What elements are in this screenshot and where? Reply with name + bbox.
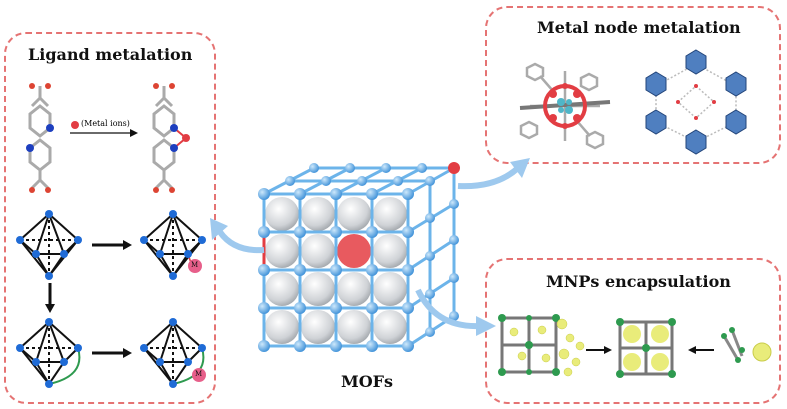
metal-marker-bottom [192,368,206,382]
ligand-metalation-title: Ligand metalation [28,45,193,64]
octahedron-top-right [140,210,206,280]
octahedron-bottom-left [16,318,82,388]
arrow-to-node-metalation [457,158,530,190]
octahedron-top-left [16,210,82,280]
arrow-to-mnps-encapsulation [415,288,496,336]
right-arrow-row1 [92,240,132,250]
mnps-encapsulation-title: MNPs encapsulation [546,272,731,291]
arrow-from-precursors [688,346,714,354]
metal-corner-node [448,162,460,174]
metal-ions-label: (Metal ions) [81,119,130,128]
ligand-molecule-metalated [152,83,190,193]
mofs-label: MOFs [341,372,394,391]
mnps-cage-with-particles [498,314,585,377]
metal-node-highlight [337,234,371,268]
arrow-to-encapsulated [586,346,612,354]
metal-marker-top [188,259,202,273]
down-arrow [45,283,55,313]
porphyrin-node-structure [519,62,611,150]
ligand-molecule-free [26,83,54,193]
metalation-arrow [70,129,138,137]
metal-node-metalation-title: Metal node metalation [537,18,741,37]
right-arrow-row2 [92,348,132,358]
metal-marker-top-text: M [191,261,199,269]
metal-ion-dot [71,121,79,129]
mof-lattice [258,162,460,352]
mof-precursors-and-particle [721,327,772,363]
arrow-to-ligand-metalation [210,218,265,254]
hexagonal-node-network [645,49,747,155]
encapsulated-mof-cube [616,318,676,378]
metal-marker-bottom-text: M [195,370,203,378]
